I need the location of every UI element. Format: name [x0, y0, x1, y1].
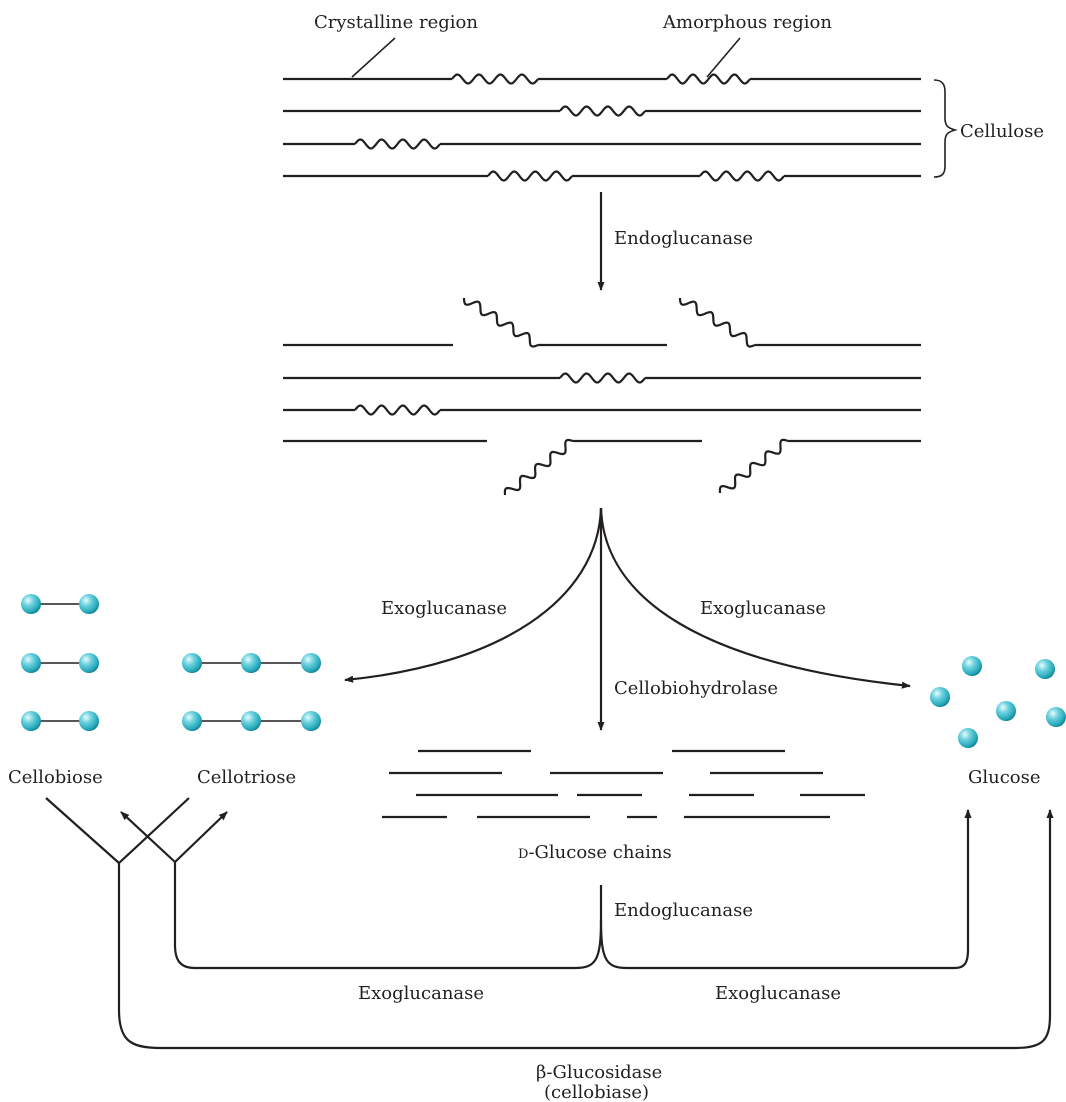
cellobiose-y-right: [118, 797, 190, 864]
exoglucanase-right-arrow: [599, 507, 911, 689]
cleaved-end-wave: [718, 438, 789, 494]
cellulose-label: Cellulose: [960, 121, 1044, 142]
crystalline-leader: [351, 37, 396, 78]
cellulose-brace: [933, 79, 958, 178]
cellotriose-y-left: [120, 811, 176, 863]
amorphous-wave: [559, 105, 646, 117]
endoglucanase-label-top: Endoglucanase: [614, 228, 753, 249]
glucose-bead: [301, 711, 321, 731]
glucose-bead: [958, 728, 978, 748]
glucose-label: Glucose: [968, 767, 1041, 788]
glucose-bead: [962, 656, 982, 676]
exoglucanase-to-cellotriose: [173, 862, 603, 970]
exoglucanase-left-arrow: [344, 507, 603, 683]
amorphous-wave: [354, 404, 441, 416]
d-glucose-chain-fragments: [382, 749, 865, 819]
cleaved-end-wave: [678, 297, 756, 348]
glucose-bead: [241, 711, 261, 731]
beta-glucosidase-pathway: [117, 809, 1054, 1050]
beta-glucosidase-label: β-Glucosidase: [536, 1062, 662, 1083]
glucose-bead: [1035, 659, 1055, 679]
crystalline-region-label: Crystalline region: [314, 12, 478, 33]
exoglucanase-right-label: Exoglucanase: [700, 598, 826, 619]
glucose-bead: [21, 594, 41, 614]
cellobiose-y-left: [45, 797, 120, 864]
cleaved-end-wave: [503, 438, 574, 496]
glucose-bead: [1046, 707, 1066, 727]
amorphous-region-label: Amorphous region: [662, 12, 832, 33]
amorphous-leader: [706, 37, 741, 78]
amorphous-wave: [354, 138, 441, 150]
cellobiose-molecules: [21, 594, 99, 731]
exoglucanase-bottom-right-label: Exoglucanase: [715, 983, 841, 1004]
glucose-bead: [301, 653, 321, 673]
cellobiase-label: (cellobiase): [544, 1082, 649, 1102]
endoglucanase-label-bottom: Endoglucanase: [614, 900, 753, 921]
cellulose-strands: [283, 73, 921, 182]
amorphous-wave: [666, 73, 751, 85]
glucose-bead: [79, 594, 99, 614]
amorphous-wave: [487, 170, 573, 182]
amorphous-wave: [699, 170, 785, 182]
amorphous-wave: [451, 73, 539, 85]
glucose-bead: [930, 687, 950, 707]
d-glucose-chains-label: D-Glucose chains: [518, 842, 672, 863]
cellotriose-y-right: [174, 811, 228, 863]
glucose-bead: [182, 653, 202, 673]
exoglucanase-to-glucose: [599, 809, 972, 970]
glucose-chains-text: -Glucose chains: [528, 842, 671, 863]
cellobiohydrolase-label: Cellobiohydrolase: [614, 678, 778, 699]
exoglucanase-left-label: Exoglucanase: [381, 598, 507, 619]
glucose-bead: [182, 711, 202, 731]
amorphous-wave: [559, 372, 646, 384]
cleaved-strands: [283, 297, 921, 496]
exoglucanase-bottom-left-label: Exoglucanase: [358, 983, 484, 1004]
glucose-bead: [79, 711, 99, 731]
cellobiose-label: Cellobiose: [8, 767, 103, 788]
glucose-molecules: [930, 656, 1066, 748]
d-prefix: D: [518, 847, 528, 862]
glucose-bead: [996, 701, 1016, 721]
glucose-bead: [21, 711, 41, 731]
glucose-bead: [21, 653, 41, 673]
cleaved-end-wave: [462, 297, 539, 348]
cellotriose-label: Cellotriose: [197, 767, 296, 788]
glucose-bead: [241, 653, 261, 673]
cellotriose-molecules: [182, 653, 321, 731]
glucose-bead: [79, 653, 99, 673]
